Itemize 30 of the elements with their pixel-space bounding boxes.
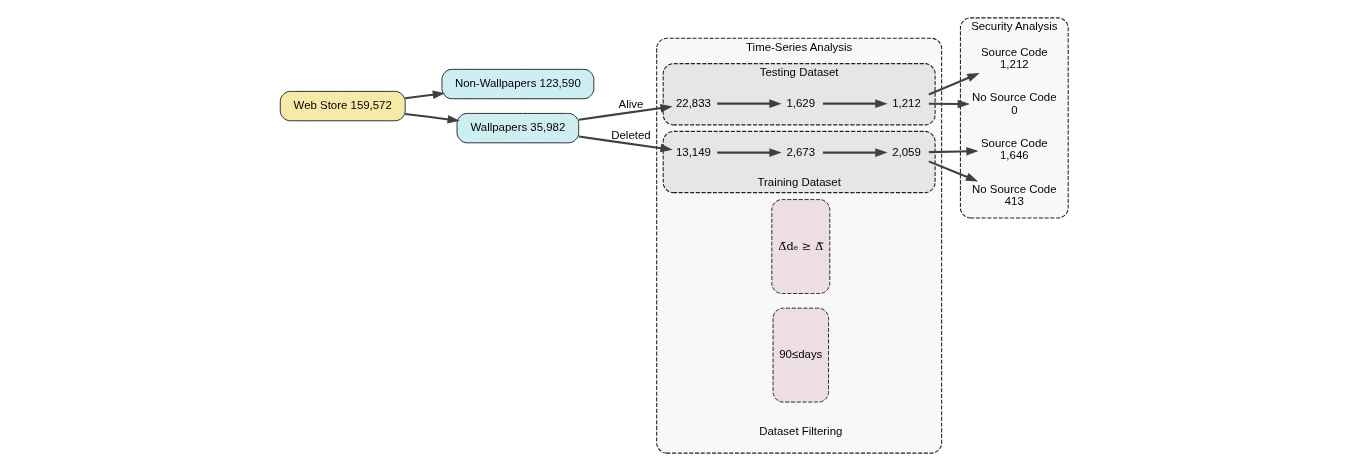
node-box: Wallpapers 35,982 — [456, 113, 579, 144]
arrow — [578, 135, 673, 153]
arrow — [404, 112, 460, 124]
arrow — [404, 90, 445, 100]
node-text: 13,149 — [675, 145, 711, 158]
arrow — [716, 148, 782, 157]
arrow — [822, 99, 888, 108]
node-text: 2,673 — [786, 145, 815, 158]
arrow — [928, 99, 970, 109]
node-box: Non-Wallpapers 123,590 — [441, 68, 594, 100]
arrow — [928, 146, 979, 156]
edge-label: Deleted — [610, 128, 651, 141]
node-text: 2,059 — [891, 145, 921, 158]
node-text: Source Code 1,212 — [980, 45, 1048, 70]
edge-label: Alive — [618, 97, 643, 110]
node-text: 1,212 — [891, 96, 921, 109]
node-box: Δ̄dₑ ≥ Δ̿ — [770, 199, 830, 294]
node-text: 1,629 — [786, 96, 815, 109]
node-text: 22,833 — [675, 96, 711, 109]
arrow — [927, 73, 980, 96]
node-text: No Source Code 0 — [971, 91, 1057, 116]
node-text: Source Code 1,646 — [980, 137, 1048, 162]
node-box: 90≤days — [772, 307, 829, 403]
arrow — [822, 148, 888, 157]
label: Dataset Filtering — [758, 424, 842, 437]
node-box: Web Store 159,572 — [279, 91, 406, 122]
arrow — [716, 99, 782, 108]
arrow — [927, 160, 978, 182]
node-text: No Source Code 413 — [971, 182, 1057, 208]
arrow — [578, 103, 673, 121]
